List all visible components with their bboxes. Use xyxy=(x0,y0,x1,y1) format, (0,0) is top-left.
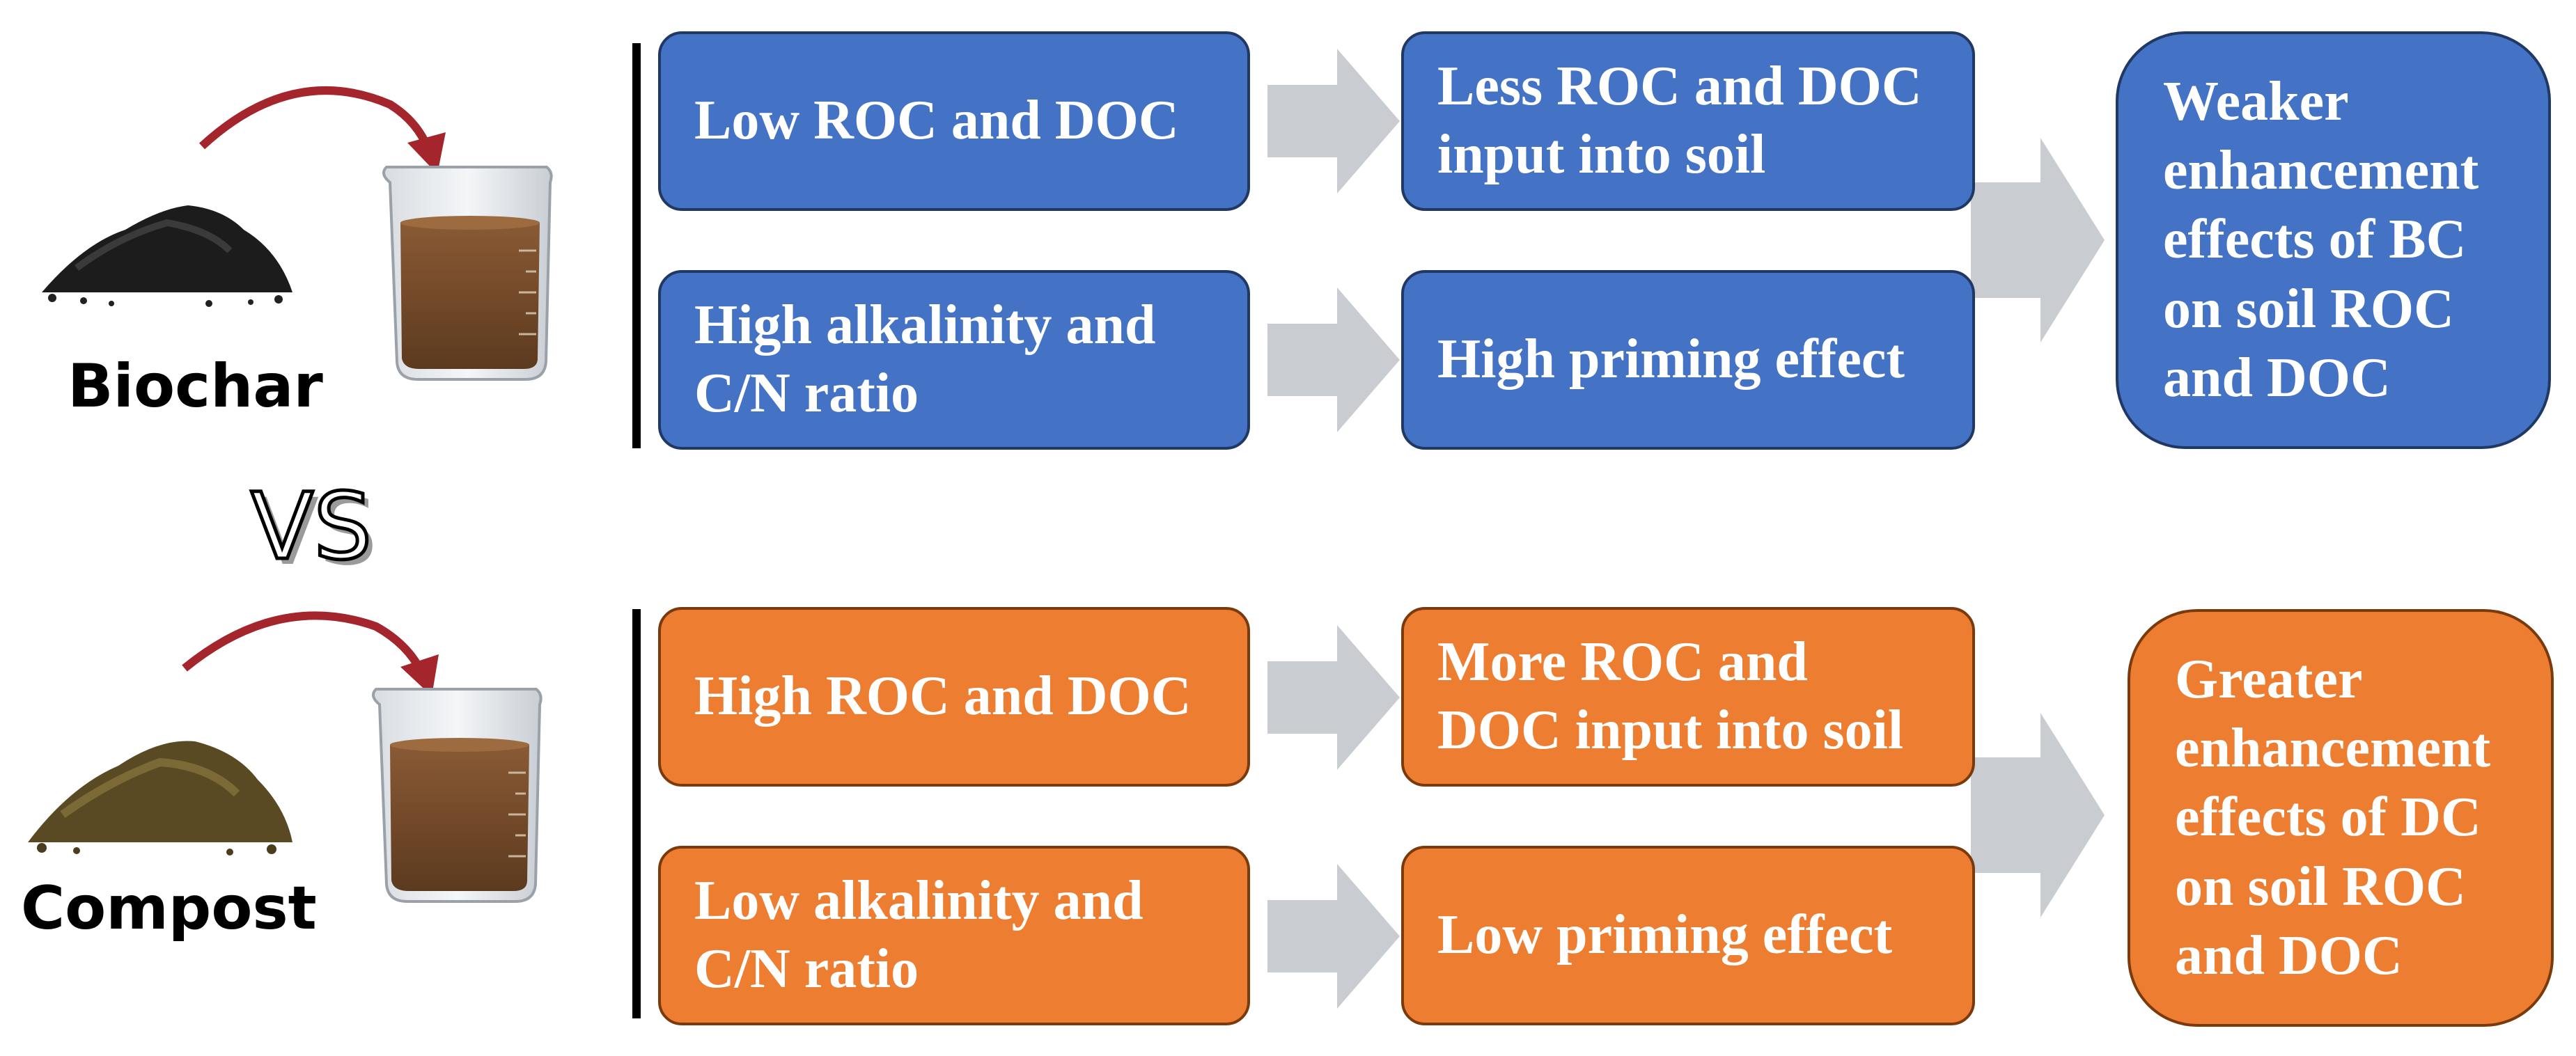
compost-cause-low-alkalinity: Low alkalinity and C/N ratio xyxy=(658,846,1250,1025)
arrow-biochar-cause2-icon xyxy=(1267,287,1400,432)
biochar-effect-less-input: Less ROC and DOC input into soil xyxy=(1401,31,1975,211)
arrow-compost-cause2-icon xyxy=(1267,864,1400,1009)
biochar-effect-high-priming: High priming effect xyxy=(1401,270,1975,450)
beaker-compost-icon xyxy=(372,688,542,903)
compost-separator xyxy=(632,609,641,1018)
arrow-compost-effects-icon xyxy=(1971,713,2105,917)
biochar-label: Biochar xyxy=(68,352,323,421)
compost-pile-icon xyxy=(28,741,292,856)
compost-result-greater: Greater enhancement effects of DC on soi… xyxy=(2128,609,2554,1027)
biochar-separator xyxy=(632,43,641,448)
arrow-compost-cause1-icon xyxy=(1267,625,1400,770)
biochar-result-weaker: Weaker enhancement effects of BC on soil… xyxy=(2116,31,2551,449)
biochar-to-beaker-arrow-icon xyxy=(198,86,446,174)
biochar-pile-icon xyxy=(42,205,292,307)
arrow-biochar-cause1-icon xyxy=(1267,49,1400,194)
compost-to-beaker-arrow-icon xyxy=(182,611,439,696)
biochar-cause-low-roc-doc: Low ROC and DOC xyxy=(658,31,1250,211)
compost-effect-low-priming: Low priming effect xyxy=(1401,846,1975,1025)
vs-label: VS xyxy=(249,472,373,583)
compost-effect-more-input: More ROC and DOC input into soil xyxy=(1401,607,1975,787)
compost-cause-high-roc-doc: High ROC and DOC xyxy=(658,607,1250,787)
arrow-biochar-effects-icon xyxy=(1971,138,2105,342)
beaker-biochar-icon xyxy=(382,166,553,381)
compost-label: Compost xyxy=(21,874,317,943)
biochar-cause-high-alkalinity: High alkalinity and C/N ratio xyxy=(658,270,1250,450)
